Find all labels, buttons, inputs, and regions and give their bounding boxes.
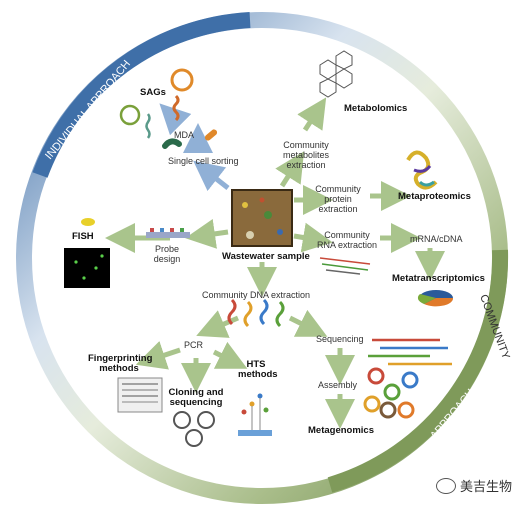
- arrow-to-sequencing: [288, 309, 328, 337]
- flowcell-icon: [238, 393, 272, 436]
- hts-label: HTS methods: [238, 359, 278, 380]
- wechat-icon: [435, 477, 456, 494]
- cloning-label: Cloning and sequencing: [168, 387, 224, 408]
- dna-extraction-label: Community DNA extraction: [202, 290, 311, 300]
- molecule-icon: [319, 50, 353, 98]
- pcr-label: PCR: [184, 340, 204, 350]
- plasmid-icon: [173, 411, 191, 429]
- metabolomics-label: Metabolomics: [344, 103, 408, 114]
- metatranscriptomics-label: Metatranscriptomics: [392, 273, 485, 284]
- arrow-to-metabolites: [275, 151, 305, 188]
- fish-probe-icon: [81, 218, 95, 226]
- sag-circle-icon: [170, 68, 194, 92]
- sag-dna-icon: [172, 94, 180, 122]
- probe-strip-icon: [146, 228, 190, 238]
- fish-label: FISH: [72, 231, 94, 242]
- arrow-to-fingerprinting: [135, 341, 181, 370]
- individual-ring-segment: [32, 12, 251, 178]
- arrow-to-rna: [293, 222, 333, 253]
- arrow-to-pcr: [196, 310, 239, 338]
- sags-label: SAGs: [140, 87, 166, 98]
- assembly-label: Assembly: [318, 380, 358, 390]
- community-ring-segment: [327, 249, 509, 493]
- wastewater-sample-label: Wastewater sample: [222, 251, 310, 262]
- arrow-to-single-cell: [193, 160, 230, 192]
- assembly-contigs-icon: [363, 367, 419, 419]
- single-cell-sorting-label: Single cell sorting: [168, 156, 239, 166]
- metabolites-extraction-label: Community metabolites extraction: [282, 140, 330, 170]
- mda-label: MDA: [174, 130, 194, 140]
- metagenomics-label: Metagenomics: [308, 425, 374, 436]
- rna-extraction-label: Community RNA extraction: [316, 230, 378, 250]
- individual-approach-ring-label: INDIVIDUAL APPROACH: [43, 58, 133, 162]
- dna-cluster-icon: [227, 298, 285, 328]
- single-cell-icon: [162, 138, 182, 149]
- protein-extraction-label: Community protein extraction: [315, 184, 361, 214]
- arrow-to-probe: [185, 219, 229, 249]
- fish-image: [64, 248, 110, 288]
- arrow-to-sags: [159, 103, 192, 136]
- fingerprinting-label: Fingerprinting methods: [88, 353, 153, 374]
- pie-chart-icon: [417, 290, 454, 307]
- sequencing-reads-icon: [368, 338, 452, 366]
- probe-design-label: Probe design: [153, 244, 181, 264]
- sequencing-label: Sequencing: [316, 334, 364, 344]
- rna-strands-icon: [319, 257, 371, 275]
- sag-small-circle-icon: [119, 104, 141, 126]
- arrow-to-metabolomics: [297, 97, 327, 132]
- gel-image-icon: [117, 377, 163, 413]
- arrow-to-hts: [212, 341, 248, 369]
- mda-cell-icon: [204, 129, 218, 141]
- watermark: 美吉生物: [435, 476, 512, 495]
- watermark-text: 美吉生物: [459, 480, 512, 495]
- mrna-cdna-label: mRNA/cDNA: [410, 234, 463, 244]
- metaproteomics-label: Metaproteomics: [398, 191, 471, 202]
